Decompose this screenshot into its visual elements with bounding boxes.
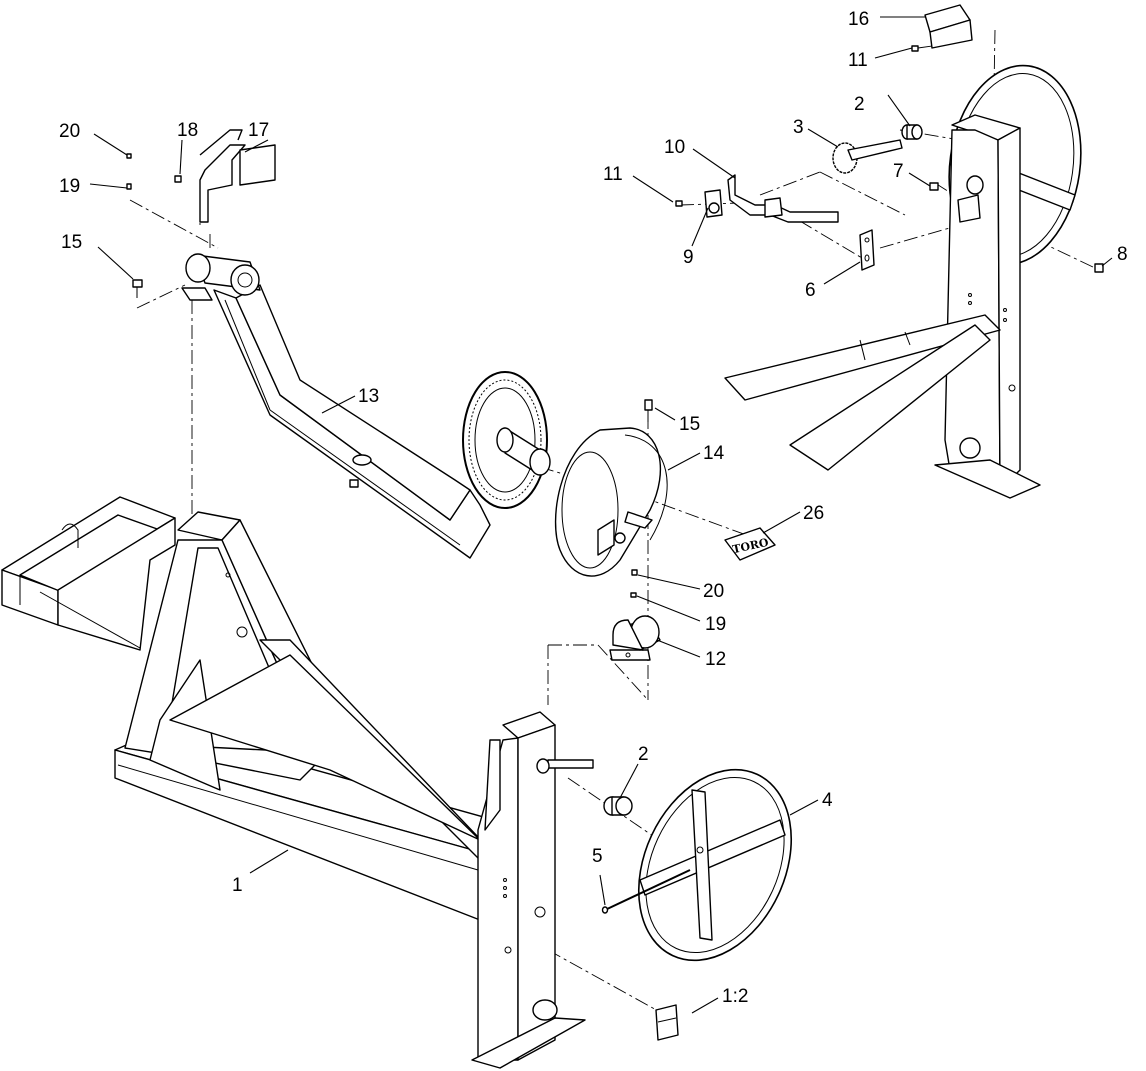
callout-17: 17 [248, 120, 269, 141]
callout-2-lower: 2 [638, 744, 649, 765]
washer-and-screw-mid [630, 399, 653, 598]
leader-lines [89, 16, 1113, 1014]
callout-14: 14 [703, 443, 725, 464]
base-frame [1, 496, 594, 1069]
callout-1-2: 1:2 [722, 986, 748, 1007]
rear-stand [724, 64, 1082, 499]
callout-19-mid: 19 [705, 614, 726, 635]
callout-15-mid: 15 [679, 414, 700, 435]
hand-wheel-front [637, 768, 793, 962]
callout-7: 7 [893, 161, 904, 182]
callout-labels: 1 1:2 2 4 5 2 3 7 8 10 11 6 9 11 16 13 1… [59, 9, 1128, 1007]
bushing-lower [603, 796, 633, 816]
callout-11-mid: 11 [603, 164, 623, 185]
callout-20-mid: 20 [703, 581, 724, 602]
callout-4: 4 [822, 790, 833, 811]
callout-20-left: 20 [59, 121, 80, 142]
callout-6: 6 [805, 280, 816, 301]
callout-11-top: 11 [848, 50, 868, 71]
callout-2-upper: 2 [854, 94, 865, 115]
decal-small [655, 1004, 679, 1041]
bracket-17-and-hardware [126, 129, 276, 298]
drive-gear [462, 371, 551, 509]
callout-10: 10 [664, 137, 685, 158]
callout-12: 12 [705, 649, 726, 670]
toro-decal: TORO [724, 527, 776, 561]
callout-1: 1 [232, 875, 243, 896]
callout-9: 9 [683, 247, 694, 268]
callout-18: 18 [177, 120, 198, 141]
pin [601, 869, 691, 914]
callout-13: 13 [358, 386, 379, 407]
callout-19-left: 19 [59, 176, 80, 197]
bearing-block [609, 615, 661, 661]
callout-5: 5 [592, 846, 603, 867]
callout-16: 16 [848, 9, 869, 30]
boom-arm-assembly [181, 253, 551, 559]
lever-and-gear-hardware [675, 4, 1104, 273]
callout-26: 26 [803, 503, 824, 524]
callout-3: 3 [793, 117, 804, 138]
callout-15-left: 15 [61, 232, 82, 253]
callout-8: 8 [1117, 244, 1128, 265]
gear-guard [554, 427, 668, 577]
